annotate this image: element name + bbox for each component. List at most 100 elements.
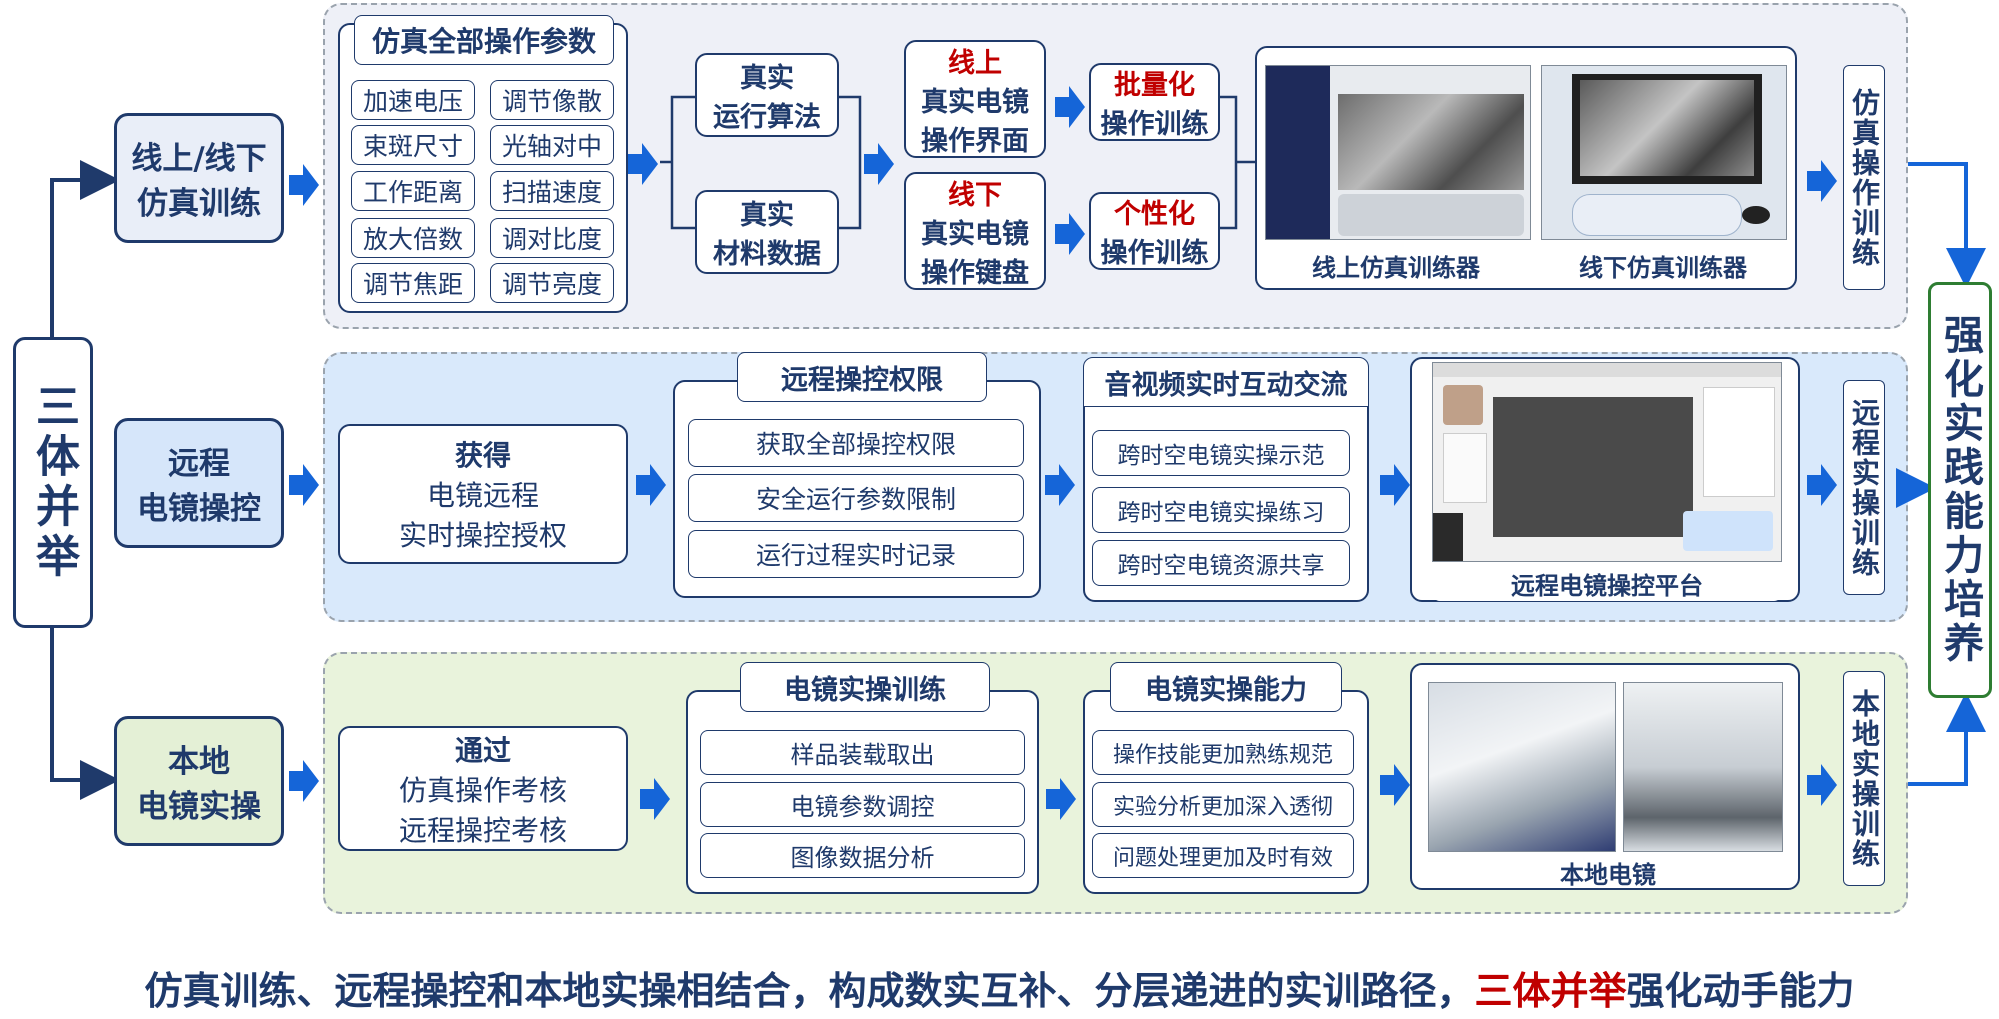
box-line: 材料数据 [713, 239, 821, 270]
remote-permission-title: 远程操控权限 [737, 352, 987, 402]
box-line: 操作界面 [921, 125, 1029, 157]
arrow-right-icon [289, 760, 319, 802]
av-interaction-title: 音视频实时互动交流 [1083, 357, 1369, 407]
box-line: 通过 [454, 733, 511, 767]
real-material-box: 真实材料数据 [695, 190, 839, 274]
param-item: 调对比度 [490, 218, 614, 258]
remote-platform-screenshot [1432, 362, 1782, 562]
pass-assessment-box: 通过仿真操作考核远程操控考核 [338, 726, 628, 851]
param-item: 束斑尺寸 [351, 125, 475, 165]
side-label-text: 本地实操训练 [1848, 688, 1881, 869]
param-item: 调节像散 [490, 80, 614, 120]
practice-ability-text: 强化实践能力培养 [1937, 314, 1983, 666]
av-item: 跨时空电镜实操练习 [1092, 487, 1350, 533]
online-ui-box: 线上真实电镜操作界面 [904, 40, 1046, 158]
box-line: 远程操控考核 [398, 813, 567, 847]
permission-item: 运行过程实时记录 [688, 530, 1024, 578]
permission-item: 获取全部操控权限 [688, 419, 1024, 467]
arrow-right-icon [1045, 464, 1075, 506]
param-item: 工作距离 [351, 171, 475, 211]
arrow-right-icon [1807, 160, 1837, 202]
box-line: 电镜远程 [426, 479, 539, 512]
online-trainer-caption: 线上仿真训练器 [1312, 254, 1480, 282]
footer-highlight: 三体并举 [1474, 969, 1627, 1013]
footer-suffix: 强化动手能力 [1626, 969, 1855, 1013]
batch-training-box: 批量化操作训练 [1089, 63, 1220, 141]
arrow-right-icon [289, 164, 319, 206]
label-line: 本地 [168, 744, 230, 780]
remote-auth-box: 获得电镜远程实时操控授权 [338, 424, 628, 564]
label-line: 仿真训练 [136, 186, 261, 222]
local-sem-caption: 本地电镜 [1560, 861, 1656, 889]
footer-summary: 仿真训练、远程操控和本地实操相结合，构成数实互补、分层递进的实训路径，三体并举强… [0, 960, 1999, 1015]
training-item: 样品装载取出 [700, 730, 1025, 775]
box-line: 真实电镜 [921, 86, 1029, 118]
param-item: 光轴对中 [490, 125, 614, 165]
arrow-right-icon [864, 143, 894, 185]
arrow-right-icon [1046, 778, 1076, 820]
param-item: 加速电压 [351, 80, 475, 120]
remote-control-label: 远程电镜操控 [114, 418, 284, 548]
arrow-right-icon [636, 464, 666, 506]
label-line: 电镜实操 [137, 789, 261, 825]
real-algorithm-box: 真实运行算法 [695, 53, 839, 137]
training-item: 图像数据分析 [700, 833, 1025, 878]
arrow-right-icon [289, 464, 319, 506]
box-line-highlight: 线下 [948, 179, 1002, 211]
personal-training-box: 个性化操作训练 [1089, 192, 1220, 270]
arrow-right-icon [640, 778, 670, 820]
param-item: 调节亮度 [490, 263, 614, 303]
online-offline-sim-label: 线上/线下仿真训练 [114, 113, 284, 243]
box-line: 操作训练 [1100, 238, 1209, 269]
offline-trainer-caption: 线下仿真训练器 [1579, 254, 1747, 282]
box-line: 实时操控授权 [398, 519, 567, 552]
arrow-right-icon [1055, 213, 1085, 255]
offline-trainer-photo [1541, 65, 1787, 240]
online-trainer-screenshot [1265, 65, 1531, 240]
local-training-side-label: 本地实操训练 [1843, 671, 1885, 886]
arrow-right-icon [628, 143, 658, 185]
offline-keyboard-box: 线下真实电镜操作键盘 [904, 172, 1046, 290]
ability-item: 操作技能更加熟练规范 [1092, 730, 1354, 775]
local-sem-photo-2 [1623, 682, 1783, 852]
box-line-highlight: 线上 [948, 47, 1002, 79]
av-item: 跨时空电镜实操示范 [1092, 430, 1350, 476]
label-line: 远程 [168, 446, 230, 482]
arrow-right-icon [1380, 464, 1410, 506]
param-item: 扫描速度 [490, 171, 614, 211]
sim-params-title: 仿真全部操作参数 [354, 15, 614, 65]
side-label-text: 远程实操训练 [1848, 397, 1881, 578]
box-line: 操作训练 [1100, 109, 1209, 140]
label-line: 线上/线下 [131, 141, 267, 177]
box-line: 仿真操作考核 [398, 773, 567, 807]
box-line: 运行算法 [713, 102, 821, 133]
remote-training-side-label: 远程实操训练 [1843, 380, 1885, 595]
ability-item: 问题处理更加及时有效 [1092, 833, 1354, 878]
box-line: 获得 [454, 439, 511, 472]
three-pronged-label: 三体并举 [13, 337, 93, 628]
param-item: 放大倍数 [351, 218, 475, 258]
box-line: 真实电镜 [921, 218, 1029, 250]
local-operation-label: 本地电镜实操 [114, 716, 284, 846]
sim-training-side-label: 仿真操作训练 [1843, 65, 1885, 290]
arrow-right-icon [1807, 764, 1837, 806]
hands-on-ability-title: 电镜实操能力 [1110, 662, 1342, 712]
side-label-text: 仿真操作训练 [1848, 87, 1881, 268]
hands-on-training-title: 电镜实操训练 [740, 662, 990, 712]
remote-platform-caption: 远程电镜操控平台 [1432, 565, 1782, 601]
permission-item: 安全运行参数限制 [688, 474, 1024, 522]
box-line: 操作键盘 [921, 257, 1029, 289]
box-line: 真实 [740, 200, 794, 231]
arrow-right-icon [1055, 86, 1085, 128]
param-item: 调节焦距 [351, 263, 475, 303]
av-item: 跨时空电镜资源共享 [1092, 540, 1350, 586]
label-line: 电镜操控 [137, 491, 261, 527]
box-line-highlight: 个性化 [1114, 199, 1195, 230]
ability-item: 实验分析更加深入透彻 [1092, 782, 1354, 827]
box-line-highlight: 批量化 [1114, 70, 1195, 101]
training-item: 电镜参数调控 [700, 782, 1025, 827]
box-line: 真实 [740, 63, 794, 94]
arrow-right-icon [1807, 464, 1837, 506]
footer-prefix: 仿真训练、远程操控和本地实操相结合，构成数实互补、分层递进的实训路径， [144, 969, 1475, 1013]
